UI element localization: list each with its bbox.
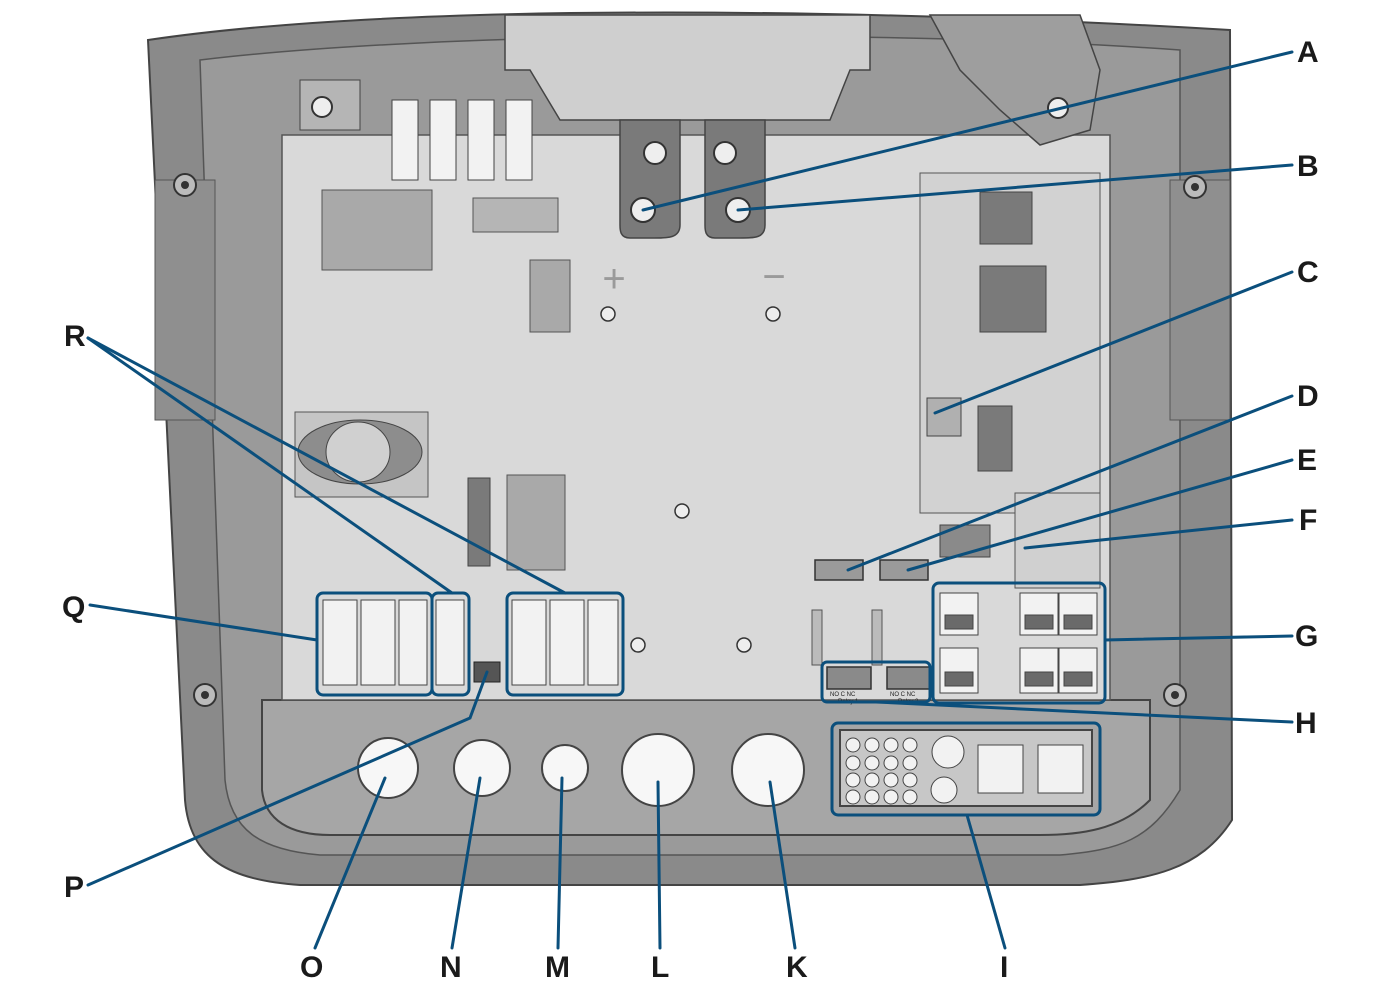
housing-screw: [193, 683, 217, 707]
callout-k: K: [786, 951, 808, 984]
housing-screw: [1163, 683, 1187, 707]
callout-m: M: [545, 951, 570, 984]
callout-o: O: [300, 951, 323, 984]
callout-p: P: [64, 871, 84, 904]
callout-e: E: [1297, 444, 1317, 477]
terminal-e: [879, 559, 929, 581]
callout-b: B: [1297, 150, 1319, 183]
callout-r: R: [64, 320, 86, 353]
relay-pin-labels: NO C NC: [890, 692, 916, 698]
callout-i: I: [1000, 951, 1008, 984]
callout-d: D: [1297, 380, 1319, 413]
housing-screw: [173, 173, 197, 197]
callout-f: F: [1299, 504, 1317, 537]
plus-marking: +: [602, 257, 625, 301]
minus-marking: −: [762, 255, 785, 299]
relay-pin-labels: NO C NC: [830, 692, 856, 698]
main-circuit-board: + − NO C NC Relay 1: [281, 14, 1111, 705]
callout-letters: A B C D E F G H I K L M N O P Q R: [62, 36, 1319, 984]
network-jacks: [939, 592, 1098, 694]
callout-c: C: [1297, 256, 1319, 289]
callout-n: N: [440, 951, 462, 984]
terminal-d: [814, 559, 864, 581]
cable-opening-m: [541, 744, 589, 792]
cable-entry-plate: [261, 699, 1151, 836]
cable-opening-o: [357, 737, 419, 799]
callout-q: Q: [62, 591, 85, 624]
cable-gland-plate: [839, 729, 1093, 807]
cable-opening-n: [453, 739, 511, 797]
cable-opening-k: [731, 733, 805, 807]
communication-board: [919, 172, 1101, 589]
leader-lines: [86, 50, 1294, 950]
callout-l: L: [651, 951, 669, 984]
callout-a: A: [1297, 36, 1319, 69]
callout-g: G: [1295, 620, 1318, 653]
ac-terminal-block: [322, 599, 619, 686]
housing-screw: [1183, 175, 1207, 199]
callout-h: H: [1295, 707, 1317, 740]
